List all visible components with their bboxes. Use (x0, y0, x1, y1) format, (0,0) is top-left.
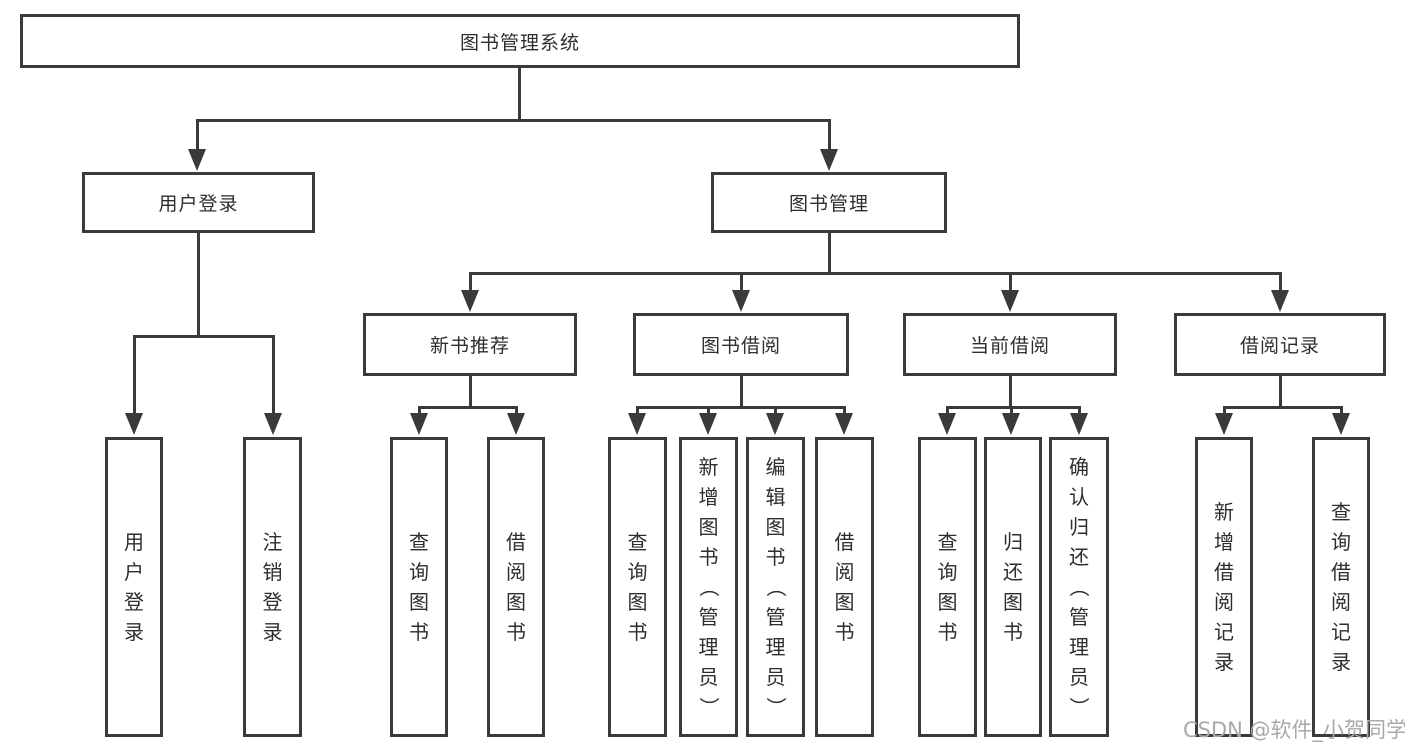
node-current-borrow: 当前借阅 (903, 313, 1117, 376)
connector-line (469, 272, 472, 292)
connector-line (946, 406, 1081, 409)
connector-line (740, 272, 743, 292)
connector-line (1078, 406, 1081, 415)
node-borrow-records: 借阅记录 (1174, 313, 1386, 376)
node-library-system-root: 图书管理系统 (20, 14, 1020, 68)
leaf-current-return-books: 归还图书 (984, 437, 1042, 737)
node-label: 编辑图书（管理员） (763, 455, 788, 717)
node-label: 查询借阅记录 (1331, 500, 1351, 674)
connector-line (636, 406, 639, 415)
connector-line (1279, 272, 1282, 292)
connector-line (1223, 406, 1226, 415)
arrowhead-down-icon (820, 149, 838, 171)
connector-line (518, 68, 521, 122)
arrowhead-down-icon (188, 149, 206, 171)
node-label: 新增借阅记录 (1214, 500, 1234, 674)
arrowhead-down-icon (766, 413, 784, 435)
node-label: 图书管理系统 (459, 31, 580, 54)
arrowhead-down-icon (1332, 413, 1350, 435)
leaf-recommend-borrow-books: 借阅图书 (487, 437, 545, 737)
node-label: 图书借阅 (700, 335, 781, 357)
leaf-records-add-record: 新增借阅记录 (1195, 437, 1253, 737)
node-user-login: 用户登录 (82, 172, 315, 233)
arrowhead-down-icon (628, 413, 646, 435)
connector-line (707, 406, 710, 415)
node-label: 用户登录 (124, 530, 144, 644)
node-label: 确认归还（管理员） (1067, 455, 1091, 717)
arrowhead-down-icon (125, 413, 143, 435)
node-label: 借阅图书 (834, 530, 855, 644)
connector-line (843, 406, 846, 415)
connector-line (515, 406, 518, 415)
connector-line (740, 376, 743, 409)
node-label: 借阅记录 (1239, 335, 1320, 357)
leaf-records-query-record: 查询借阅记录 (1312, 437, 1370, 737)
arrowhead-down-icon (1215, 413, 1233, 435)
connector-line (1223, 406, 1343, 409)
csdn-watermark: CSDN @软件_小贺同学 (1183, 718, 1405, 742)
node-label: 查询图书 (409, 530, 429, 644)
connector-line (636, 406, 846, 409)
leaf-borrow-query-books: 查询图书 (608, 437, 667, 737)
connector-line (774, 406, 777, 415)
node-label: 借阅图书 (506, 530, 526, 644)
connector-line (1279, 376, 1282, 409)
node-book-management: 图书管理 (711, 172, 947, 233)
connector-line (272, 335, 275, 415)
connector-line (1010, 406, 1013, 415)
arrowhead-down-icon (264, 413, 282, 435)
arrowhead-down-icon (461, 290, 479, 312)
connector-line (469, 272, 1282, 275)
connector-line (418, 406, 421, 415)
arrowhead-down-icon (938, 413, 956, 435)
leaf-current-confirm-return-admin: 确认归还（管理员） (1049, 437, 1109, 737)
arrowhead-down-icon (507, 413, 525, 435)
connector-line (469, 376, 472, 409)
connector-line (133, 335, 136, 415)
connector-line (196, 119, 831, 122)
leaf-current-query-books: 查询图书 (918, 437, 977, 737)
connector-line (197, 233, 200, 337)
leaf-borrow-borrow-books: 借阅图书 (815, 437, 874, 737)
connector-line (196, 119, 199, 152)
connector-line (1009, 376, 1012, 409)
connector-line (1340, 406, 1343, 415)
node-book-borrow: 图书借阅 (633, 313, 849, 376)
connector-line (828, 119, 831, 152)
connector-line (828, 233, 831, 275)
leaf-borrow-add-books-admin: 新增图书（管理员） (679, 437, 738, 737)
arrowhead-down-icon (732, 290, 750, 312)
node-label: 图书管理 (788, 193, 869, 215)
node-label: 归还图书 (1003, 530, 1023, 644)
connector-line (946, 406, 949, 415)
arrowhead-down-icon (699, 413, 717, 435)
arrowhead-down-icon (835, 413, 853, 435)
node-label: 新增图书（管理员） (696, 455, 721, 717)
node-new-book-recommend: 新书推荐 (363, 313, 577, 376)
leaf-user-login: 用户登录 (105, 437, 163, 737)
connector-line (418, 406, 518, 409)
node-label: 用户登录 (158, 193, 239, 215)
arrowhead-down-icon (1271, 290, 1289, 312)
node-label: 查询图书 (627, 530, 648, 644)
node-label: 注销登录 (262, 530, 283, 644)
node-label: 查询图书 (937, 530, 958, 644)
leaf-borrow-edit-books-admin: 编辑图书（管理员） (746, 437, 805, 737)
arrowhead-down-icon (1001, 290, 1019, 312)
connector-line (133, 335, 275, 338)
leaf-recommend-query-books: 查询图书 (390, 437, 448, 737)
connector-line (1009, 272, 1012, 292)
leaf-logout: 注销登录 (243, 437, 302, 737)
arrowhead-down-icon (410, 413, 428, 435)
arrowhead-down-icon (1002, 413, 1020, 435)
node-label: 新书推荐 (429, 335, 510, 357)
node-label: 当前借阅 (969, 335, 1050, 357)
arrowhead-down-icon (1070, 413, 1088, 435)
